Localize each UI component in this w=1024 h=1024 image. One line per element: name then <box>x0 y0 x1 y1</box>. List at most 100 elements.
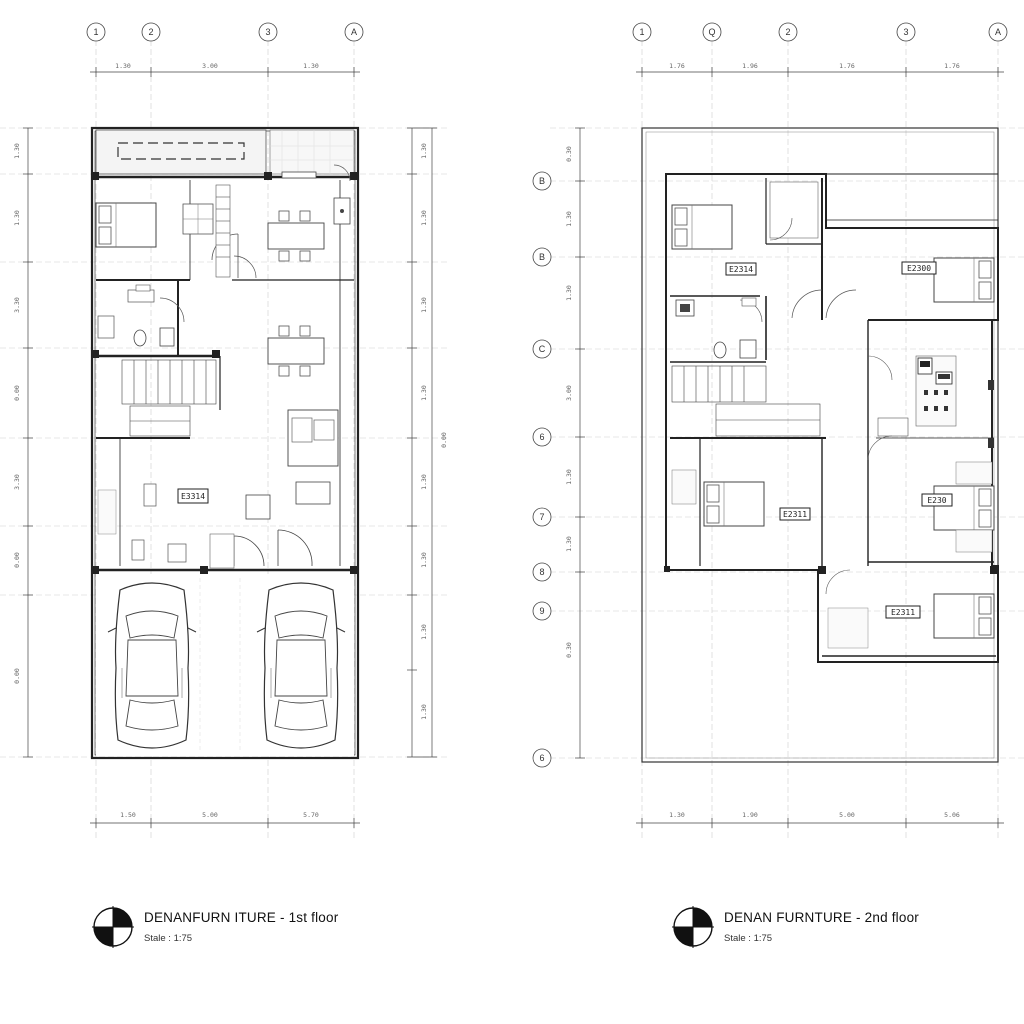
dimension-label: 5.00 <box>839 811 855 819</box>
dimension-label: 1.30 <box>420 624 428 640</box>
grid-col-label: A <box>995 27 1001 37</box>
service-stair-1f <box>215 184 231 278</box>
garage <box>96 574 354 756</box>
room-tag: E2311 <box>891 608 915 617</box>
grid-col-label: 2 <box>785 27 790 37</box>
dimension-label: 5.00 <box>202 811 218 819</box>
structural-columns <box>91 172 358 574</box>
dimension-label: 1.30 <box>669 811 685 819</box>
bedroom-2f-c: E2311 <box>671 469 811 527</box>
grid-col-label: 1 <box>639 27 644 37</box>
dimension-label: 0.00 <box>13 385 21 401</box>
dimension-label: 1.30 <box>420 552 428 568</box>
plan-title: DENAN FURNTURE - 2nd floor <box>724 910 919 925</box>
grid-column-bubbles: 1 2 3 A <box>86 22 364 42</box>
grid-col-label: Q <box>708 27 715 37</box>
structural-columns <box>664 566 998 574</box>
grid-row-label: C <box>539 344 546 354</box>
dimension-label: 1.30 <box>115 62 131 70</box>
dimension-label: 1.76 <box>839 62 855 70</box>
left-dimension-line: 1.30 1.30 3.30 0.00 3.30 0.00 0.00 <box>13 127 33 758</box>
dimension-label: 3.00 <box>565 385 573 401</box>
grid-row-bubbles: B B C 6 7 8 9 6 <box>532 171 552 768</box>
room-tag: E2311 <box>783 510 807 519</box>
dimension-label: 1.30 <box>420 704 428 720</box>
dimension-label: 1.30 <box>565 469 573 485</box>
plan-scale: Stale : 1:75 <box>144 933 193 944</box>
living-set-1f: E3314 <box>97 409 339 563</box>
right-dimension-line: 1.30 1.30 1.30 1.30 1.30 1.30 1.30 1.30 … <box>407 127 448 758</box>
dimension-label: 1.76 <box>944 62 960 70</box>
walk-in-closet <box>867 355 994 437</box>
top-dimension-line: 1.76 1.96 1.76 1.76 <box>636 62 1004 77</box>
grid-row-label: B <box>539 252 545 262</box>
bathroom-2f <box>675 297 763 359</box>
entry-doors-1f <box>209 529 313 569</box>
room-tag: E3314 <box>181 492 205 501</box>
bedroom-2f-d: E230 <box>867 435 995 553</box>
first-floor-plan: 1 2 3 A 1.30 3.00 1.30 1.50 5.00 5.7 <box>0 22 450 840</box>
dimension-label: 1.30 <box>420 385 428 401</box>
dimension-label: 1.30 <box>565 536 573 552</box>
dimension-label: 1.50 <box>120 811 136 819</box>
dining-set-middle <box>267 325 325 377</box>
grid-col-label: 3 <box>265 27 270 37</box>
room-tag: E230 <box>927 496 946 505</box>
plan-scale: Stale : 1:75 <box>724 933 773 944</box>
front-garden <box>95 129 355 175</box>
bedroom-2f-b: E2300 <box>791 257 995 319</box>
dimension-label: 1.30 <box>13 143 21 159</box>
dimension-label: 1.30 <box>420 210 428 226</box>
dimension-label: 1.96 <box>742 62 758 70</box>
second-floor-plan: 1 Q 2 3 A B B C 6 7 8 9 6 <box>532 22 1024 840</box>
north-arrow-icon <box>92 906 134 948</box>
dimension-label: 1.30 <box>565 285 573 301</box>
grid-row-label: 8 <box>539 567 544 577</box>
dimension-label: 1.76 <box>669 62 685 70</box>
dimension-label: 0.00 <box>13 552 21 568</box>
bedroom-2f-a: E2314 <box>671 181 819 276</box>
dimension-label: 1.30 <box>420 297 428 313</box>
car-icon <box>107 582 197 749</box>
bottom-dimension-line: 1.50 5.00 5.70 <box>90 811 360 828</box>
car-icon <box>256 582 346 749</box>
dimension-label: 1.30 <box>565 211 573 227</box>
north-arrow-icon <box>672 906 714 948</box>
bedroom-2f-e: E2311 <box>825 569 995 649</box>
room-tag: E2300 <box>907 264 931 273</box>
grid-col-label: 1 <box>93 27 98 37</box>
dimension-label: 5.06 <box>944 811 960 819</box>
dimension-label: 5.70 <box>303 811 319 819</box>
dimension-label: 1.30 <box>420 143 428 159</box>
grid-col-label: A <box>351 27 357 37</box>
dimension-label: 3.00 <box>202 62 218 70</box>
grid-column-bubbles: 1 Q 2 3 A <box>632 22 1008 42</box>
left-dimension-line: 0.30 1.30 1.30 3.00 1.30 1.30 0.30 <box>565 127 585 759</box>
top-dimension-line: 1.30 3.00 1.30 <box>90 62 360 77</box>
room-tag: E2314 <box>729 265 753 274</box>
bathroom-1f <box>97 284 185 347</box>
plan-title-block: DENANFURN ITURE - 1st floor Stale : 1:75 <box>92 906 338 948</box>
grid-row-label: 9 <box>539 606 544 616</box>
grid-row-label: 6 <box>539 753 544 763</box>
dimension-label: 0.30 <box>565 642 573 658</box>
plan-title-block: DENAN FURNTURE - 2nd floor Stale : 1:75 <box>672 906 919 948</box>
dimension-label: 0.30 <box>565 146 573 162</box>
bottom-dimension-line: 1.30 1.90 5.00 5.06 <box>636 811 1004 828</box>
dimension-label: 1.30 <box>13 210 21 226</box>
dimension-label: 1.90 <box>742 811 758 819</box>
dimension-label: 3.30 <box>13 474 21 490</box>
dimension-label: 0.00 <box>13 668 21 684</box>
master-bedroom-1f <box>95 202 257 279</box>
interior-walls-2f <box>670 178 996 657</box>
grid-row-label: 6 <box>539 432 544 442</box>
main-stair-2f <box>671 365 821 437</box>
dimension-label: 3.30 <box>13 297 21 313</box>
main-stair-1f <box>121 359 217 437</box>
dimension-label: 0.00 <box>440 432 448 448</box>
dining-set-upper <box>267 164 351 262</box>
dimension-label: 1.30 <box>420 474 428 490</box>
grid-col-label: 2 <box>148 27 153 37</box>
grid-row-label: 7 <box>539 512 544 522</box>
